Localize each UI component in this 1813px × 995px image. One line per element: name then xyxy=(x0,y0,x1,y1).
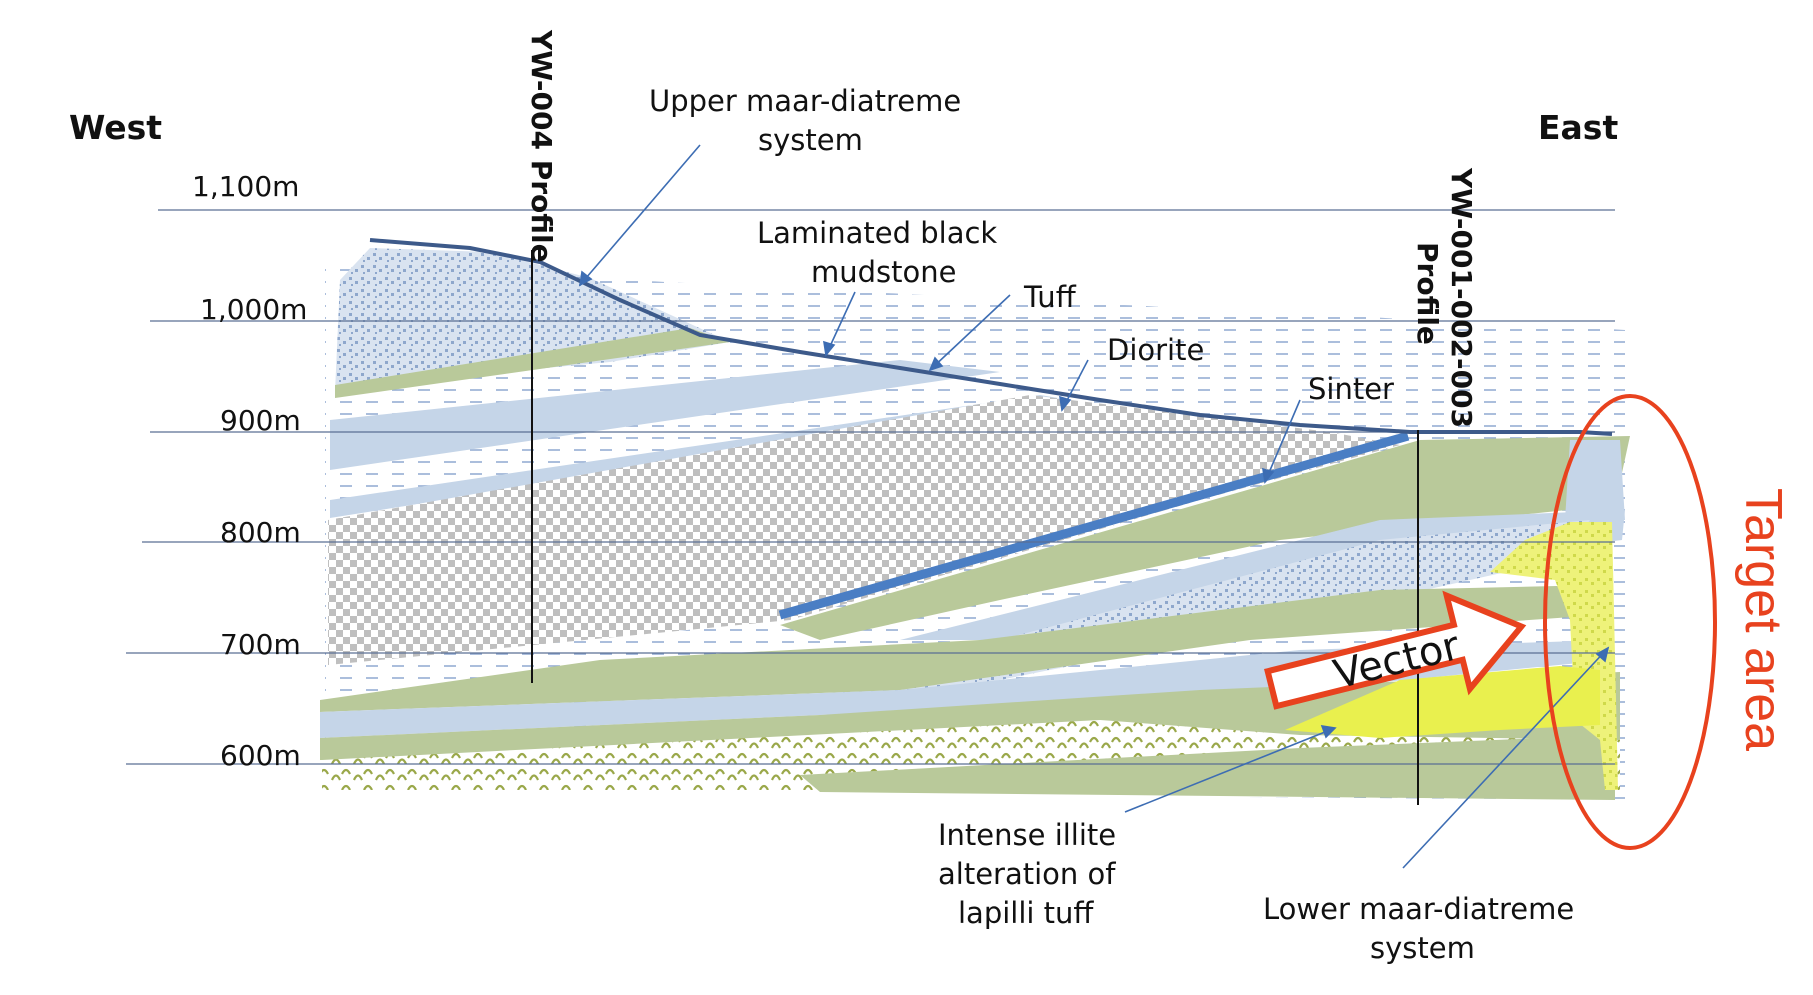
illite-alteration-zone xyxy=(1285,666,1600,738)
elevation-label-1000: 1,000m xyxy=(200,293,307,326)
label-illite-line1: Intense illite xyxy=(938,818,1116,852)
topographic-surface xyxy=(369,238,1613,436)
arrowhead-upper-maar xyxy=(578,270,593,287)
leader-upper-maar xyxy=(579,144,701,286)
east-label: East xyxy=(1538,108,1618,147)
arrowhead-tuff xyxy=(928,356,944,372)
west-label: West xyxy=(69,108,162,147)
label-mudstone-line1: Laminated black xyxy=(757,216,997,250)
sinter-layer xyxy=(778,431,1410,620)
leader-arrows xyxy=(578,144,1610,869)
label-upper-maar-line2: system xyxy=(758,123,863,157)
profile-label-yw004: YW-004 Profile xyxy=(525,29,558,263)
label-tuff: Tuff xyxy=(1023,280,1077,314)
label-mudstone-line2: mudstone xyxy=(811,255,956,289)
label-upper-maar-line1: Upper maar-diatreme xyxy=(649,84,961,118)
profile-label-yw001-line2: Profile xyxy=(1411,242,1444,345)
label-illite-line3: lapilli tuff xyxy=(958,896,1094,930)
arrowhead-mudstone xyxy=(823,340,836,357)
leader-lower-maar xyxy=(1402,647,1609,869)
diorite-body xyxy=(328,395,1400,665)
arrowhead-illite xyxy=(1320,725,1337,739)
elevation-label-700: 700m xyxy=(220,628,301,661)
leader-tuff xyxy=(929,294,1011,371)
arrowhead-sinter xyxy=(1262,467,1275,484)
label-lower-maar-line2: system xyxy=(1370,931,1475,965)
elevation-label-800: 800m xyxy=(220,516,301,549)
elevation-label-1100: 1,100m xyxy=(192,170,299,203)
label-diorite: Diorite xyxy=(1107,333,1204,367)
leader-illite xyxy=(1124,727,1336,813)
green-layer-bottom xyxy=(800,735,1615,800)
label-illite-line2: alteration of xyxy=(938,857,1116,891)
elevation-grid xyxy=(126,209,1615,765)
tuff-layer-1 xyxy=(330,360,1000,470)
vector-arrow-shape xyxy=(1264,590,1527,710)
arrowhead-diorite xyxy=(1059,395,1072,412)
elevation-label-600: 600m xyxy=(220,739,301,772)
target-area-ellipse xyxy=(1543,394,1717,850)
label-lower-maar-line1: Lower maar-diatreme xyxy=(1263,892,1574,926)
target-area-label: Target area xyxy=(1734,488,1792,751)
leader-sinter xyxy=(1264,399,1301,483)
arrowhead-lower-maar xyxy=(1595,646,1610,663)
green-layer-middle xyxy=(320,585,1600,712)
label-sinter: Sinter xyxy=(1308,372,1394,406)
tuff-layer-right xyxy=(1565,440,1625,520)
profile-label-yw001-line1: YW-001-002-003 xyxy=(1445,167,1478,428)
elevation-label-900: 900m xyxy=(220,404,301,437)
